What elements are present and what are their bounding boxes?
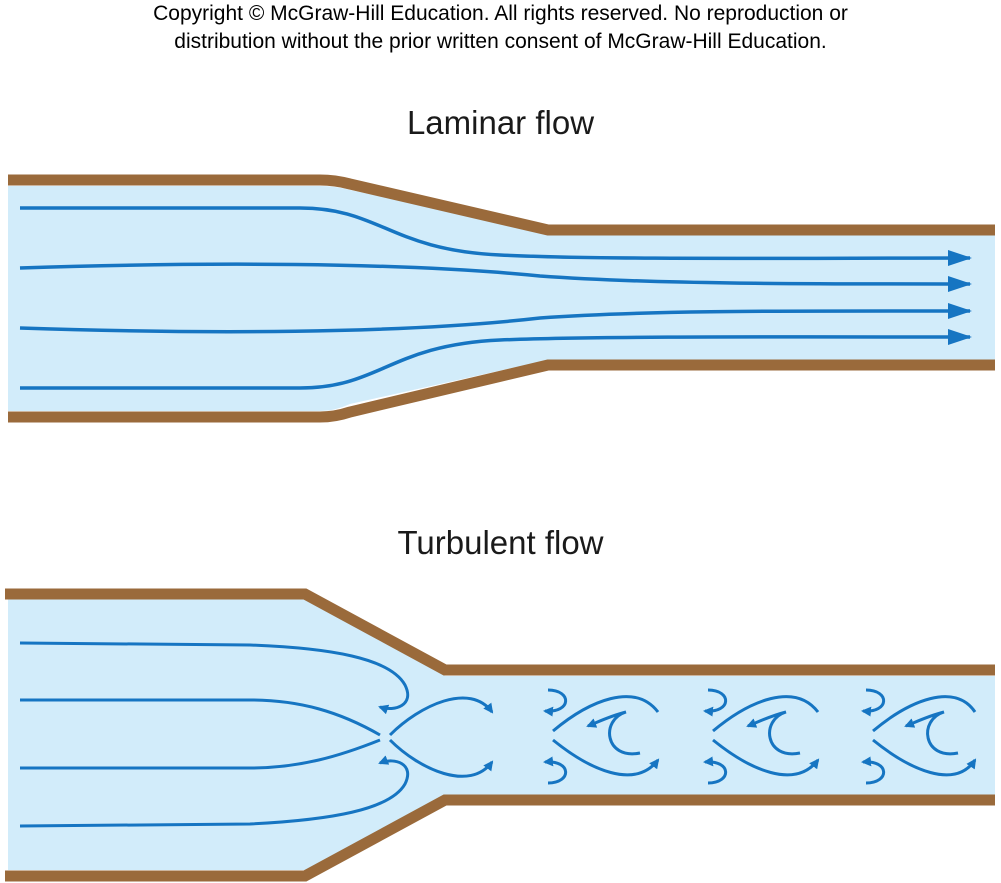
laminar-fluid — [8, 186, 995, 411]
laminar-streamline-3 — [19, 302, 972, 334]
eddy-curl-1 — [586, 710, 641, 756]
turbulent-top-wall — [5, 588, 995, 676]
eddy-curl-3 — [904, 710, 959, 756]
laminar-streamline-4 — [20, 328, 972, 390]
eddy-small-top-1 — [543, 688, 568, 717]
eddy-small-bottom-2 — [703, 756, 728, 785]
turbulent-streamline-2 — [20, 698, 381, 737]
turbulent-pipe — [5, 588, 995, 882]
laminar-pipe — [8, 174, 995, 423]
eddy-lobe-1 — [388, 696, 494, 737]
copyright-line-2: distribution without the prior written c… — [174, 30, 827, 53]
turbulent-bottom-wall — [5, 794, 995, 882]
eddy-lobe-2 — [388, 738, 494, 778]
laminar-bottom-wall — [8, 359, 995, 423]
laminar-top-wall — [8, 174, 995, 236]
eddy-heart-1 — [552, 695, 658, 777]
copyright-line-1: Copyright © McGraw-Hill Education. All r… — [153, 2, 848, 25]
laminar-streamline-2 — [19, 262, 972, 292]
eddy-small-top-2 — [703, 688, 728, 717]
eddy-heart-3 — [872, 695, 975, 777]
eddy-heart-2 — [712, 695, 818, 777]
eddy-small-bottom-3 — [861, 756, 886, 785]
eddy-small-top-3 — [861, 688, 886, 717]
turbulent-flow-title: Turbulent flow — [397, 524, 604, 561]
turbulent-fluid — [8, 599, 995, 870]
turbulent-streamline-4 — [19, 755, 409, 828]
turbulent-streamline-3 — [20, 738, 381, 770]
laminar-streamline-1 — [20, 206, 972, 267]
eddy-small-bottom-1 — [543, 756, 568, 785]
laminar-flow-title: Laminar flow — [406, 104, 595, 141]
eddy-curl-2 — [746, 710, 801, 756]
turbulent-streamline-1 — [19, 641, 409, 715]
copyright-notice: Copyright © McGraw-Hill Education. All r… — [0, 0, 1001, 56]
